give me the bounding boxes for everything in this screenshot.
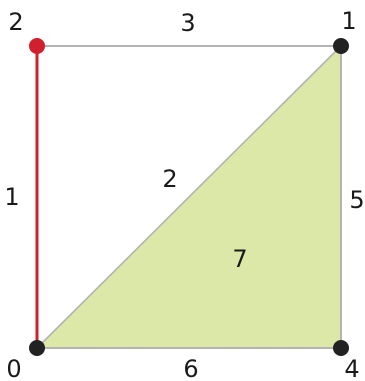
vertex-label-0: 0 <box>6 355 21 381</box>
vertex-4-dot <box>333 340 349 356</box>
vertex-label-4: 4 <box>344 355 359 381</box>
edge-label-2: 2 <box>162 165 177 193</box>
edge-label-3: 3 <box>180 9 195 37</box>
vertex-2-dot <box>29 38 45 54</box>
edge-diagonal <box>36 45 342 349</box>
vertex-0-dot <box>29 340 45 356</box>
vertex-label-2: 2 <box>8 8 23 36</box>
vertex-1-dot <box>333 38 349 54</box>
edge-label-5: 5 <box>349 186 364 214</box>
face-label-7: 7 <box>232 245 247 273</box>
edge-label-6: 6 <box>183 355 198 381</box>
edge-label-1: 1 <box>4 183 19 211</box>
vertex-label-1: 1 <box>341 7 356 35</box>
